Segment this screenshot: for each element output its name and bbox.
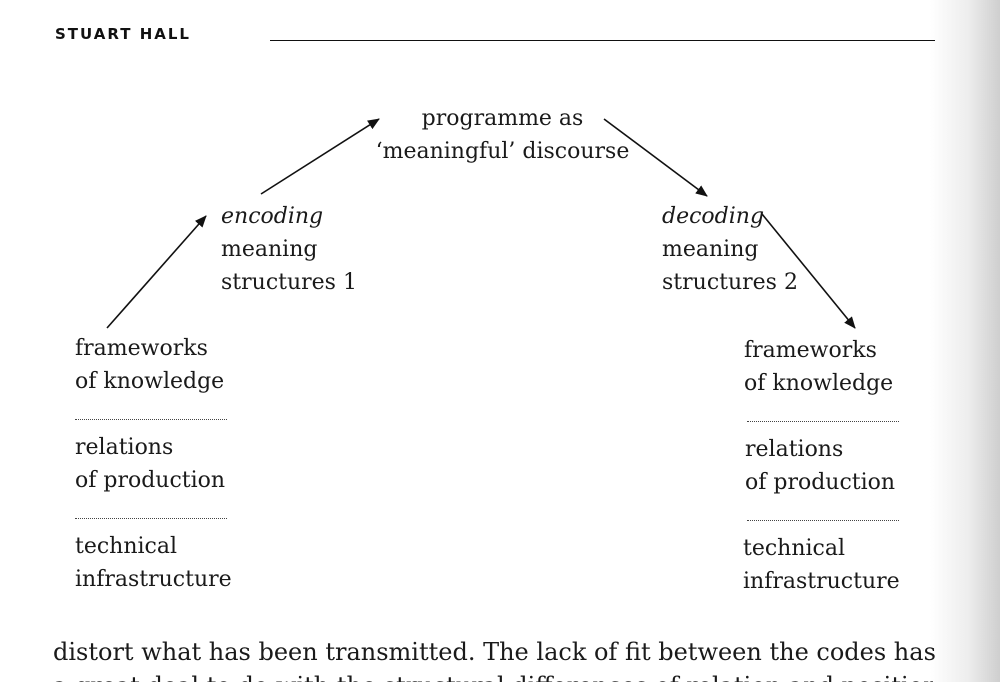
body-text-line1: distort what has been transmitted. The l… — [53, 638, 936, 666]
left-stack-technical: technical infrastructure — [75, 530, 232, 596]
left-divider-2 — [75, 518, 227, 519]
node-encoding-title: encoding — [221, 204, 324, 229]
header-rule — [270, 40, 935, 41]
node-programme-line1: programme as — [421, 106, 584, 131]
left-stack-frameworks: frameworks of knowledge — [75, 332, 224, 398]
node-encoding-line2: meaning — [221, 237, 318, 262]
right-divider-2 — [747, 520, 899, 521]
right-technical-line1: technical — [743, 536, 846, 561]
node-programme-line2: ‘meaningful’ discourse — [375, 139, 630, 164]
right-stack-technical: technical infrastructure — [743, 532, 900, 598]
right-stack-frameworks: frameworks of knowledge — [744, 334, 893, 400]
right-frameworks-line1: frameworks — [744, 338, 877, 363]
left-technical-line2: infrastructure — [75, 567, 232, 592]
left-frameworks-line2: of knowledge — [75, 369, 225, 394]
left-relations-line2: of production — [75, 468, 226, 493]
right-stack-relations: relations of production — [745, 433, 895, 499]
node-decoding-title: decoding — [662, 204, 765, 229]
node-decoding-line2: meaning — [662, 237, 759, 262]
arrow-decoding-to-frameworks — [761, 213, 856, 329]
left-frameworks-line1: frameworks — [75, 336, 208, 361]
arrow-programme-to-decoding — [603, 118, 708, 197]
node-decoding-line3: structures 2 — [662, 270, 798, 295]
left-relations-line1: relations — [75, 435, 174, 460]
right-technical-line2: infrastructure — [743, 569, 900, 594]
left-technical-line1: technical — [75, 534, 178, 559]
arrow-frameworks-to-encoding — [106, 215, 207, 329]
body-text-line2-cropped: a great deal to do with the structural d… — [53, 670, 933, 682]
page-edge-shadow — [930, 0, 1000, 682]
right-relations-line2: of production — [745, 470, 896, 495]
node-programme: programme as ‘meaningful’ discourse — [370, 102, 635, 168]
right-relations-line1: relations — [745, 437, 844, 462]
right-divider-1 — [747, 421, 899, 422]
body-text-line2: a great deal to do with the structural d… — [53, 670, 933, 682]
right-frameworks-line2: of knowledge — [744, 371, 894, 396]
left-divider-1 — [75, 419, 227, 420]
node-encoding: encoding meaning structures 1 — [221, 200, 357, 299]
left-stack-relations: relations of production — [75, 431, 225, 497]
arrow-encoding-to-programme — [260, 118, 380, 195]
node-decoding: decoding meaning structures 2 — [662, 200, 798, 299]
node-encoding-line3: structures 1 — [221, 270, 357, 295]
running-head-author: STUART HALL — [55, 25, 191, 43]
